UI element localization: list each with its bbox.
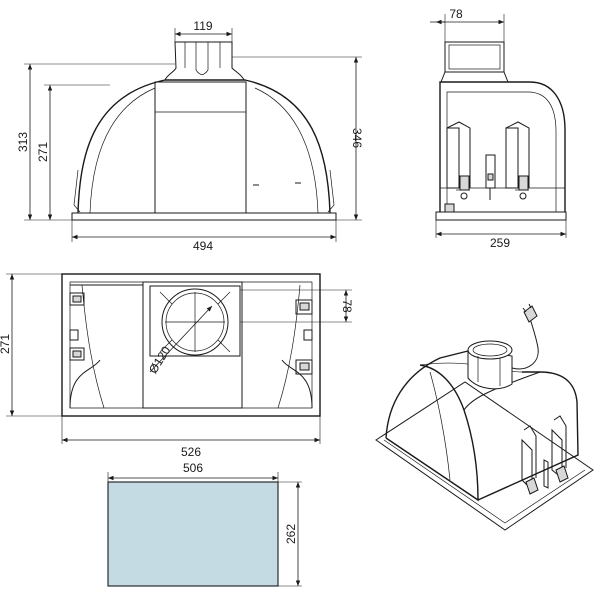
iso-clamps bbox=[521, 415, 569, 495]
side-duct bbox=[444, 41, 505, 73]
iso-power-cable bbox=[511, 317, 539, 370]
dim-bottom-diameter bbox=[149, 305, 213, 373]
label-side-259: 259 bbox=[490, 236, 510, 250]
cutout-rect bbox=[107, 481, 279, 587]
cutout-view: 506 262 bbox=[107, 461, 302, 587]
bottom-clamps-left bbox=[69, 292, 85, 361]
bottom-frame bbox=[61, 273, 321, 417]
side-base-plate bbox=[435, 211, 567, 221]
side-clamp-left bbox=[446, 121, 471, 200]
label-front-346: 346 bbox=[350, 128, 364, 148]
label-side-duct: 78 bbox=[449, 7, 463, 21]
bottom-center-body bbox=[142, 281, 243, 409]
label-bottom-526: 526 bbox=[181, 445, 201, 459]
front-center-body bbox=[154, 81, 247, 214]
bottom-clamps-right bbox=[295, 299, 313, 375]
side-body-outline bbox=[439, 81, 566, 212]
bottom-duct-circle-outer bbox=[161, 288, 229, 356]
front-view: 119 313 271 346 494 bbox=[16, 19, 364, 253]
iso-body-left bbox=[385, 349, 473, 439]
label-front-494: 494 bbox=[193, 239, 213, 253]
iso-base-plate bbox=[375, 381, 594, 531]
label-front-271: 271 bbox=[36, 142, 50, 162]
bottom-inner-shell bbox=[69, 284, 144, 409]
side-clamp-right bbox=[505, 121, 530, 200]
label-bottom-78: 78 bbox=[340, 299, 354, 313]
front-dome-outline bbox=[77, 79, 331, 214]
side-view: 78 259 bbox=[430, 7, 567, 250]
label-front-duct: 119 bbox=[193, 19, 212, 33]
label-cutout-506: 506 bbox=[183, 461, 203, 475]
front-duct-collar bbox=[164, 41, 245, 81]
label-front-313: 313 bbox=[16, 132, 30, 152]
label-cutout-262: 262 bbox=[284, 524, 298, 544]
iso-duct bbox=[467, 340, 513, 390]
front-dome-inner bbox=[89, 87, 156, 214]
label-bottom-271: 271 bbox=[0, 334, 12, 354]
isometric-view bbox=[375, 303, 594, 531]
bottom-view: 271 78 Ø120 526 bbox=[0, 273, 354, 459]
front-base-plate bbox=[71, 212, 337, 221]
side-valve bbox=[485, 154, 496, 200]
iso-body-right bbox=[477, 371, 579, 501]
